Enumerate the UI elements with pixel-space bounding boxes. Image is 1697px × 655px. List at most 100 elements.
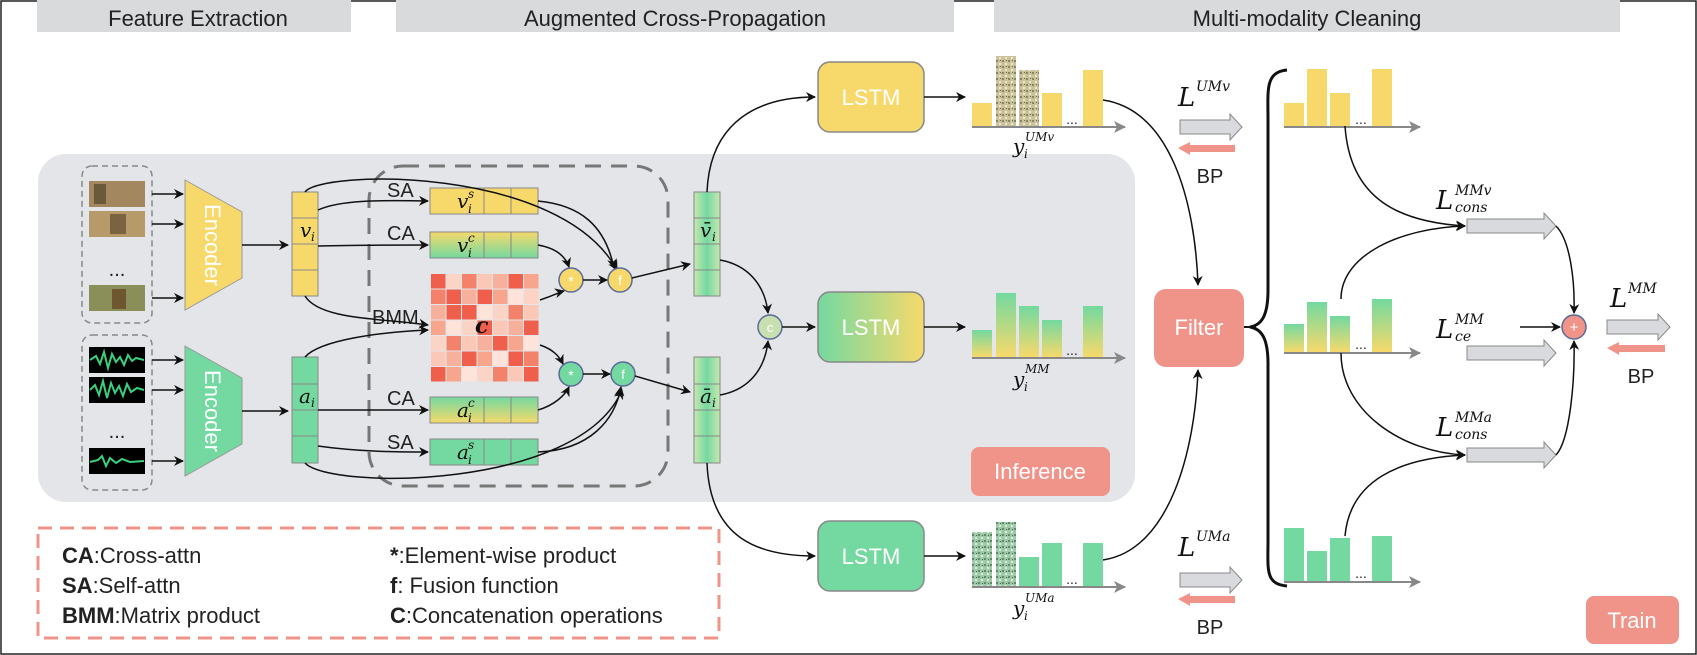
heatmap-cell	[446, 351, 461, 366]
heatmap-cell	[431, 336, 446, 351]
arrow-abar-concat	[719, 340, 773, 396]
legend-sa-key: SA	[62, 573, 93, 598]
v-s-sub: i	[468, 202, 472, 216]
arrow-v-bmm	[304, 295, 429, 329]
legend-ca: CA:Cross-attn	[62, 543, 201, 568]
y-um-a-sub: i	[1024, 609, 1028, 623]
a-c-label: a	[457, 398, 469, 422]
heatmap-cell	[446, 289, 461, 304]
lstm-bottom-label: LSTM	[842, 544, 901, 569]
bp-mm-label: BP	[1628, 366, 1655, 388]
heatmap-cell	[431, 305, 446, 320]
heatmap-cell	[493, 320, 508, 335]
clean-hist-mm	[1284, 299, 1421, 359]
a-s-label: a	[457, 440, 469, 464]
y-um-a-sup: UMa	[1025, 591, 1055, 605]
audio-wave-2	[89, 377, 145, 399]
arrow-consv-sum	[1555, 225, 1580, 314]
audio-ellipsis: ...	[109, 421, 126, 443]
arrow-v-ca	[317, 240, 429, 251]
arrow-ca-consa	[1344, 450, 1466, 537]
audio-frames-group	[81, 334, 153, 491]
a-c-sup: c	[468, 396, 475, 410]
arrow-a-skip	[304, 389, 624, 480]
clean-hist-a-ellipsis: ...	[1355, 565, 1367, 581]
bp-um-v-bar	[1188, 145, 1235, 152]
heatmap-cell	[508, 320, 523, 335]
audio-encoder-label: Encoder	[200, 370, 225, 452]
loss-ce-sup: MM	[1454, 312, 1484, 328]
arrow-a-bmm	[304, 325, 429, 358]
y-um-v-sub: i	[1024, 147, 1028, 161]
heatmap-cell	[493, 336, 508, 351]
heatmap-cell	[524, 351, 539, 366]
sum-op	[1561, 314, 1587, 340]
loss-um-v-L: L	[1177, 83, 1195, 113]
loss-ce-sub: ce	[1455, 329, 1471, 345]
arrow-v-skip	[304, 178, 618, 271]
bp-um-a-label: BP	[1197, 617, 1224, 639]
clean-hist-v-ellipsis: ...	[1355, 111, 1367, 127]
y-um-a-label: y	[1012, 596, 1025, 620]
legend-ca-key: CA	[62, 543, 94, 568]
audio-wave-3	[89, 454, 145, 469]
arrow-a-sa	[317, 445, 429, 457]
abar-label: ā	[700, 384, 712, 408]
heatmap-cell	[462, 336, 477, 351]
y-mm-label: y	[1012, 367, 1025, 391]
heatmap-cell	[508, 351, 523, 366]
header-augmented: Augmented Cross-Propagation	[524, 6, 826, 31]
a-i-label: a	[299, 384, 311, 408]
y-um-v-label: y	[1012, 134, 1025, 158]
bmm-label: BMM	[372, 307, 419, 329]
fusion-op-top-label: f	[618, 273, 622, 288]
heatmap-cell	[508, 305, 523, 320]
heatmap-cell	[462, 351, 477, 366]
legend-c-val: :Concatenation operations	[406, 603, 663, 628]
inference-label: Inference	[994, 459, 1086, 484]
ca-label-bottom: CA	[387, 388, 415, 410]
heatmap-cell	[431, 289, 446, 304]
lstm-middle-label: LSTM	[842, 315, 901, 340]
bp-mm-bar	[1618, 345, 1665, 352]
legend-f: f: Fusion function	[390, 573, 559, 598]
heatmap-cell	[431, 320, 446, 335]
filter-label: Filter	[1175, 315, 1224, 340]
loss-um-a-arrow	[1179, 565, 1243, 595]
legend-bmm: BMM:Matrix product	[62, 603, 260, 628]
heatmap-cell	[477, 367, 492, 382]
heatmap-cell	[431, 351, 446, 366]
heatmap-cell	[508, 274, 523, 289]
heatmap-cell	[524, 336, 539, 351]
v-s-row	[429, 187, 539, 215]
a-i-sub: i	[311, 396, 315, 410]
v-c-sup: c	[468, 231, 475, 245]
arrow-hist-top-filter	[1102, 99, 1203, 286]
arrow-consa-sum	[1555, 340, 1580, 456]
legend-c: C:Concatenation operations	[390, 603, 663, 628]
arrow-cmm-consv	[1340, 221, 1466, 300]
mul-op-bottom-label: *	[568, 367, 574, 383]
legend-star: *:Element-wise product	[390, 543, 616, 568]
video-encoder	[184, 179, 243, 311]
heatmap-cell	[462, 367, 477, 382]
hist-um-v	[972, 56, 1126, 133]
heatmap-cell	[477, 289, 492, 304]
heatmap-cell	[446, 320, 461, 335]
arrow-vbar-concat	[719, 259, 773, 314]
hist-mm	[972, 293, 1126, 364]
y-mm-sup: MM	[1024, 362, 1050, 376]
loss-um-v-arrow	[1179, 112, 1243, 142]
video-frames-group	[81, 165, 153, 324]
header-bg-feature	[37, 0, 351, 32]
heatmap-cell	[493, 351, 508, 366]
legend-bmm-key: BMM	[62, 603, 115, 628]
heatmap-cell	[446, 367, 461, 382]
loss-cons-v-arrow	[1466, 211, 1557, 241]
arrow-vc-mul	[537, 244, 571, 268]
video-encoder-label: Encoder	[200, 204, 225, 286]
video-ellipsis: ...	[109, 259, 126, 281]
arrow-c-mul-top	[539, 288, 565, 301]
